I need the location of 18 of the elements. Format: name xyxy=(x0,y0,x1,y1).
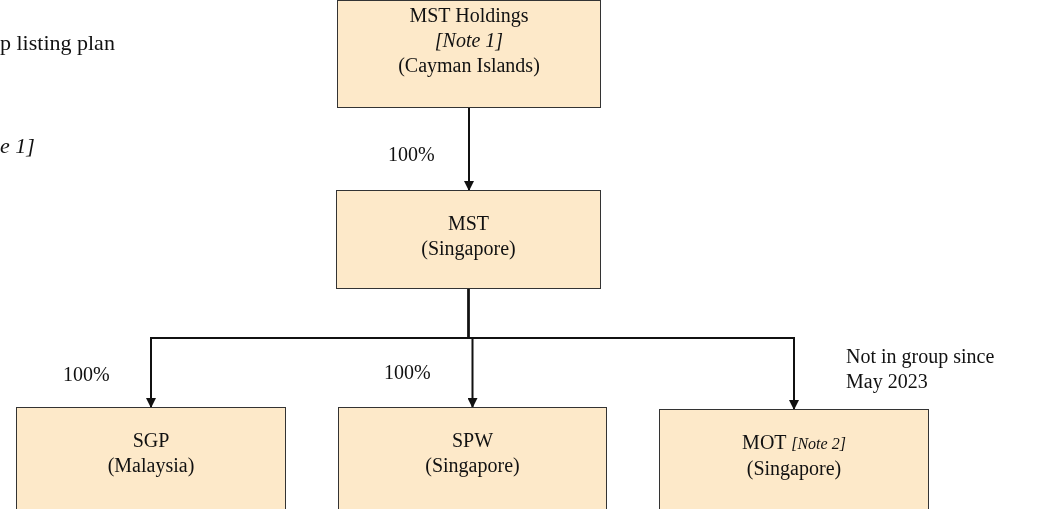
entity-box xyxy=(659,409,929,509)
entity-name: SPW xyxy=(451,428,494,453)
entity-name: MST xyxy=(447,211,490,236)
partial-text: p listing plan xyxy=(0,30,115,56)
arrow xyxy=(467,288,799,410)
entity-box xyxy=(16,407,286,509)
entity-name: MOT [Note 2] xyxy=(742,430,846,455)
entity-box xyxy=(338,407,607,509)
entity-name: (Singapore) xyxy=(425,453,520,478)
entity-name: (Singapore) xyxy=(746,456,842,481)
entity-name: (Singapore) xyxy=(421,236,516,261)
entity-box xyxy=(337,0,601,108)
entity-name: MST Holdings [Note 1] (Cayman Islands) xyxy=(398,3,540,78)
arrow xyxy=(464,107,474,191)
entity-name: (Malaysia) xyxy=(107,453,195,478)
partial-text: e 1] xyxy=(0,133,35,159)
entity-name: SGP xyxy=(132,428,170,453)
entity-box xyxy=(336,190,601,289)
